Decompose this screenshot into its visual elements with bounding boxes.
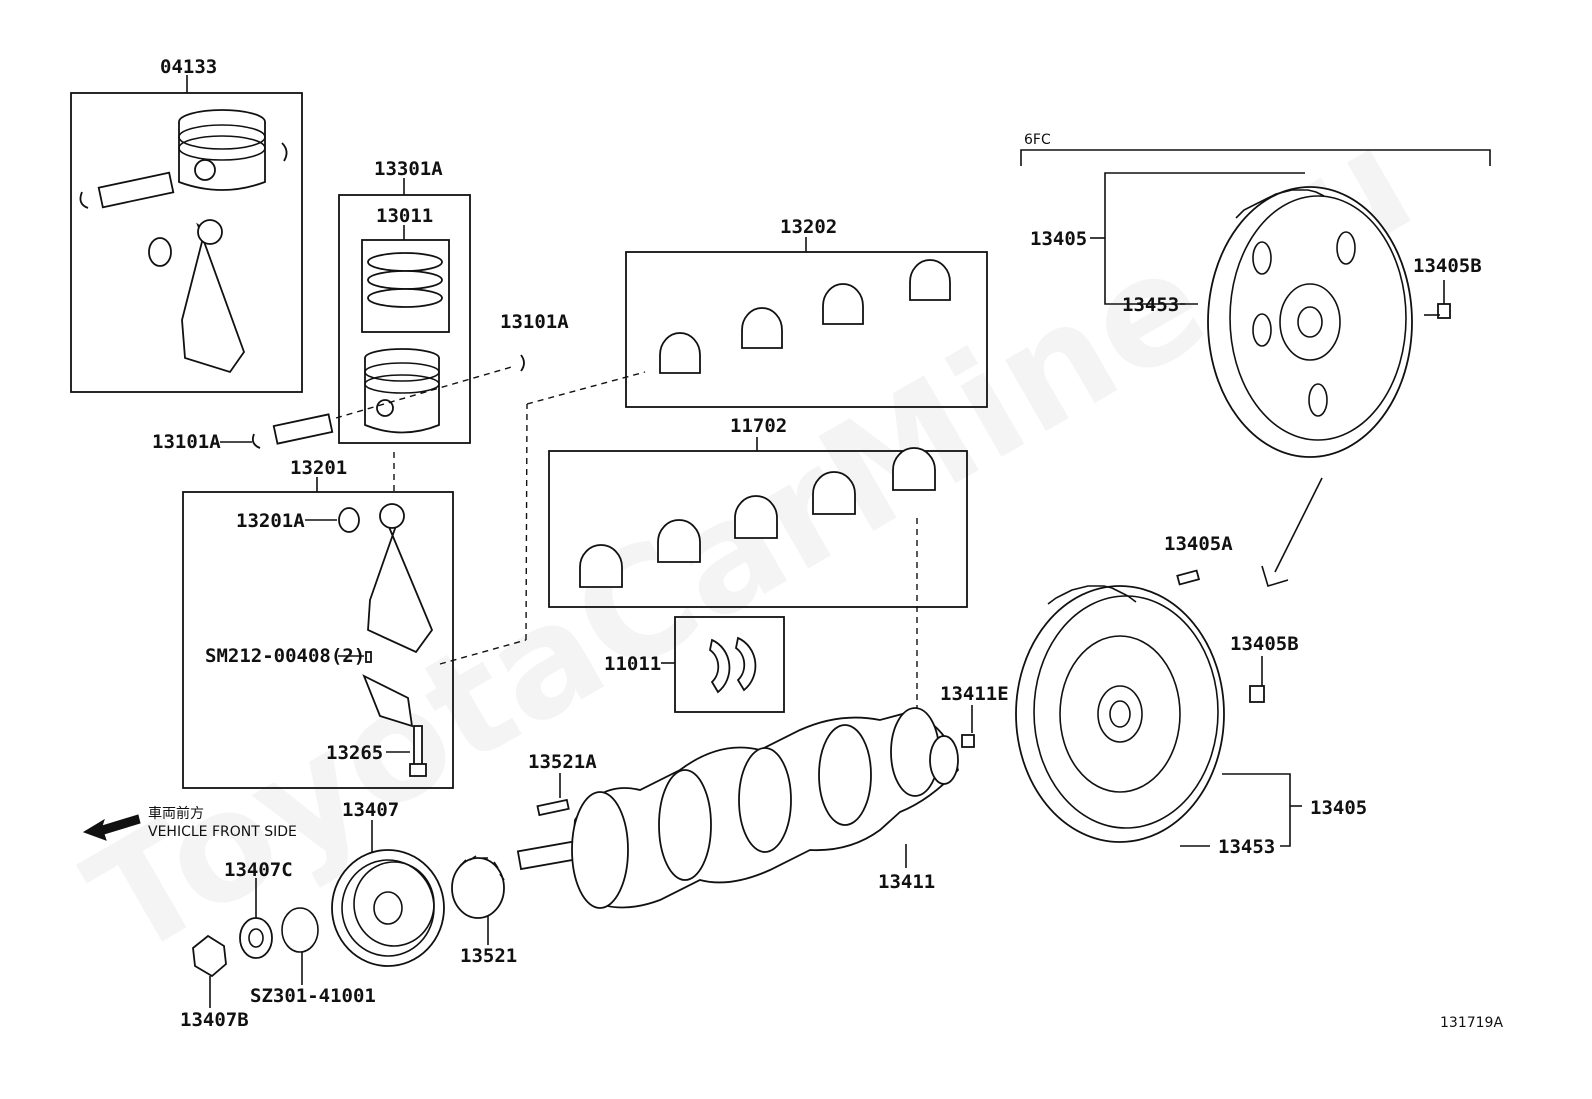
flywheel-13405 <box>1015 569 1302 847</box>
label-13405A: 13405A <box>1164 533 1233 555</box>
label-13405B-top: 13405B <box>1413 255 1482 277</box>
label-13405B-bottom: 13405B <box>1230 633 1299 655</box>
pulley-13407 <box>331 820 445 967</box>
direction-label-en: VEHICLE FRONT SIDE <box>148 824 297 840</box>
label-13411E: 13411E <box>940 683 1009 705</box>
label-13411: 13411 <box>878 871 935 893</box>
label-13101A-top: 13101A <box>500 311 569 333</box>
label-SM212-00408: SM212-00408(2) <box>205 645 365 667</box>
figure-code: 131719A <box>1440 1015 1503 1031</box>
vehicle-front-arrow <box>82 814 141 841</box>
label-13405-bottom: 13405 <box>1310 797 1367 819</box>
label-13521A: 13521A <box>528 751 597 773</box>
label-13011: 13011 <box>376 205 433 227</box>
label-04133: 04133 <box>160 56 217 78</box>
label-13301A: 13301A <box>374 158 443 180</box>
group-label-6FC: 6FC <box>1024 132 1051 148</box>
thrust-washer-11011 <box>661 616 785 713</box>
flywheel-group-6FC <box>1020 149 1491 587</box>
label-13407B: 13407B <box>180 1009 249 1031</box>
crankshaft-13411 <box>516 707 960 909</box>
nut-13407B <box>192 934 227 1008</box>
washer-13407C <box>239 878 273 959</box>
label-13265: 13265 <box>326 742 383 764</box>
label-13453-top: 13453 <box>1122 294 1179 316</box>
label-13407: 13407 <box>342 799 399 821</box>
label-13202: 13202 <box>780 216 837 238</box>
piston-13301A <box>338 178 471 492</box>
gear-13521 <box>451 855 505 945</box>
label-13453-bottom: 13453 <box>1218 836 1275 858</box>
label-13201A: 13201A <box>236 510 305 532</box>
label-11702: 11702 <box>730 415 787 437</box>
main-bearing-11702 <box>548 437 968 740</box>
label-SZ301-41001: SZ301-41001 <box>250 985 376 1007</box>
label-11011: 11011 <box>604 653 661 675</box>
label-13405-top: 13405 <box>1030 228 1087 250</box>
pin-13411E <box>961 705 975 748</box>
conrod-bearing-13202 <box>625 237 988 408</box>
connecting-rod-13201 <box>182 371 646 789</box>
label-13101A-left: 13101A <box>152 431 221 453</box>
label-13521: 13521 <box>460 945 517 967</box>
piston-assembly-04133 <box>70 75 303 393</box>
direction-label-jp: 車両前方 <box>148 805 204 822</box>
piston-pin <box>251 354 525 449</box>
o-ring-SZ301 <box>281 907 319 985</box>
label-13201: 13201 <box>290 457 347 479</box>
label-13407C: 13407C <box>224 859 293 881</box>
part-labels: 04133 13301A 13011 13101A 13101A 13201 1… <box>148 56 1503 1031</box>
key-13521A <box>536 773 570 817</box>
